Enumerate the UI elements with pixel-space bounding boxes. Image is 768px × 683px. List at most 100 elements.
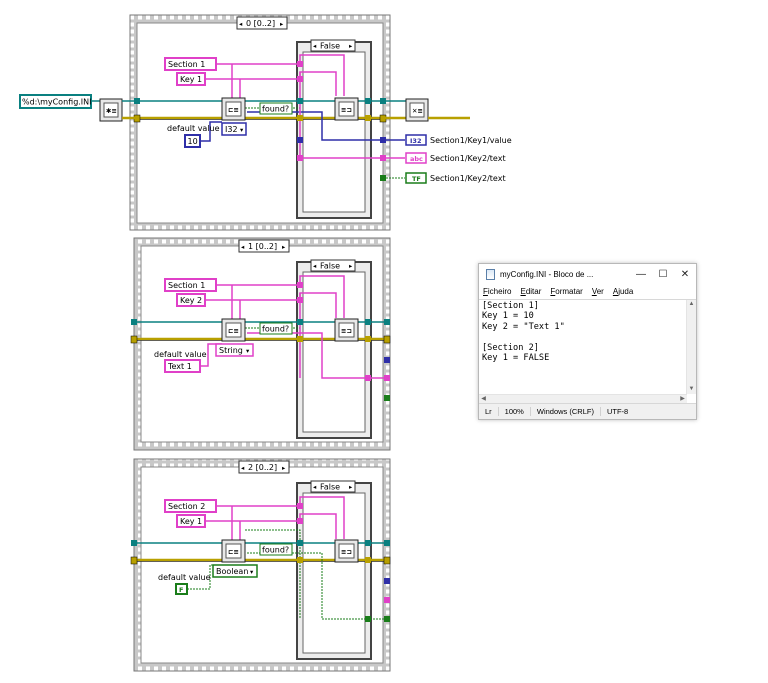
- found-indicator-0: found?: [259, 102, 293, 115]
- scroll-up-icon[interactable]: ▲: [688, 301, 695, 307]
- notepad-window: myConfig.INI - Bloco de ... — ☐ ✕ Fichei…: [478, 263, 697, 420]
- svg-text:◂: ◂: [239, 20, 243, 28]
- indicator-bool-label: Section1/Key2/text: [430, 174, 506, 183]
- write-key-vi-1[interactable]: ≡⊐: [334, 318, 359, 342]
- frame-0-selector-label: 0 [0..2]: [246, 19, 275, 28]
- case-1-selector[interactable]: ◂ False ▸: [310, 259, 356, 272]
- svg-text:◂: ◂: [313, 483, 317, 491]
- notepad-menubar: Ficheiro Editar Formatar Ver Ajuda: [479, 284, 696, 298]
- svg-text:≡⊐: ≡⊐: [341, 106, 352, 114]
- default-label-0: default value: [167, 124, 220, 133]
- read-key-vi-0[interactable]: ⊏≡: [221, 97, 246, 121]
- section-constant-0-text: Section 1: [168, 60, 205, 69]
- sequence-frame-2: ◂ 2 [0..2] ▸ ◂ False ▸: [130, 458, 391, 672]
- scroll-left-icon[interactable]: ◀: [481, 396, 486, 402]
- frame-0-selector[interactable]: ◂ 0 [0..2] ▸: [236, 16, 288, 30]
- close-config-vi[interactable]: ✕≡: [405, 98, 429, 122]
- svg-text:◂: ◂: [241, 464, 245, 472]
- indicator-key1-value[interactable]: I32 Section1/Key1/value: [405, 134, 512, 146]
- key-constant-0[interactable]: Key 1: [176, 72, 206, 86]
- read-key-vi-2[interactable]: ⊏≡: [221, 539, 246, 563]
- vertical-scrollbar[interactable]: ▲ ▼: [686, 300, 696, 394]
- type-selector-2[interactable]: Boolean ▾: [212, 564, 258, 578]
- default-value-constant-1[interactable]: Text 1: [164, 359, 201, 373]
- svg-text:Key 1: Key 1: [180, 517, 202, 526]
- sequence-frame-1: ◂ 1 [0..2] ▸ ◂ False ▸: [130, 237, 391, 451]
- notepad-app-icon: [486, 268, 495, 280]
- write-key-vi-2[interactable]: ≡⊐: [334, 539, 359, 563]
- status-encoding: UTF-8: [606, 407, 629, 416]
- menu-ver[interactable]: Ver: [591, 286, 604, 296]
- indicator-key2-label: Section1/Key2/text: [430, 154, 506, 163]
- status-zoom: 100%: [499, 407, 531, 416]
- found-indicator-1: found?: [259, 322, 293, 335]
- path-constant-text: %d:\myConfig.INI: [22, 98, 92, 107]
- case-2-selector[interactable]: ◂ False ▸: [310, 480, 356, 493]
- sequence-frame-0: ◂ 0 [0..2] ▸ ◂ False ▸: [129, 14, 405, 231]
- menu-ficheiro[interactable]: Ficheiro: [483, 286, 512, 296]
- svg-text:2 [0..2]: 2 [0..2]: [248, 463, 277, 472]
- svg-text:◂: ◂: [241, 243, 245, 251]
- frame-1-selector[interactable]: ◂ 1 [0..2] ▸: [238, 239, 290, 253]
- type-selector-1[interactable]: String ▾: [215, 343, 254, 357]
- svg-text:▸: ▸: [282, 243, 286, 251]
- status-position: Lr: [479, 407, 499, 416]
- close-icon[interactable]: ✕: [680, 268, 690, 280]
- default-value-constant-0[interactable]: 10: [184, 134, 201, 148]
- section-constant-2[interactable]: Section 2: [164, 499, 217, 513]
- open-config-vi[interactable]: ✱≡: [99, 98, 123, 122]
- type-selector-0[interactable]: I32 ▾: [221, 122, 247, 136]
- menu-formatar[interactable]: Formatar: [550, 286, 583, 296]
- svg-text:Section 1: Section 1: [168, 281, 205, 290]
- section-constant-0[interactable]: Section 1: [164, 57, 217, 71]
- minimize-icon[interactable]: —: [636, 268, 646, 280]
- svg-text:▸: ▸: [349, 262, 353, 270]
- key-constant-2[interactable]: Key 1: [176, 514, 206, 528]
- indicator-section2-bool[interactable]: TF Section1/Key2/text: [405, 172, 506, 184]
- write-key-vi-0[interactable]: ≡⊐: [334, 97, 359, 121]
- type-selector-0-text: I32: [225, 125, 238, 134]
- horizontal-scrollbar[interactable]: ◀ ▶: [479, 394, 687, 404]
- svg-text:F: F: [179, 586, 183, 594]
- key-constant-0-text: Key 1: [180, 75, 202, 84]
- case-0-selector[interactable]: ◂ False ▸: [310, 39, 356, 52]
- read-key-vi-1[interactable]: ⊏≡: [221, 318, 246, 342]
- notepad-statusbar: Lr 100% Windows (CRLF) UTF-8: [479, 403, 696, 419]
- scroll-down-icon[interactable]: ▼: [688, 386, 695, 392]
- svg-text:◂: ◂: [313, 262, 317, 270]
- svg-text:abc: abc: [410, 155, 423, 163]
- svg-text:▸: ▸: [282, 464, 286, 472]
- svg-text:⊏≡: ⊏≡: [228, 548, 239, 556]
- path-constant[interactable]: %d:\myConfig.INI: [19, 94, 92, 109]
- default-label-2: default value: [158, 573, 211, 582]
- svg-text:▾: ▾: [250, 568, 254, 576]
- svg-text:1 [0..2]: 1 [0..2]: [248, 242, 277, 251]
- svg-text:False: False: [320, 483, 340, 492]
- frame-2-selector[interactable]: ◂ 2 [0..2] ▸: [238, 460, 290, 474]
- key-constant-1[interactable]: Key 2: [176, 293, 206, 307]
- svg-text:String: String: [219, 346, 243, 355]
- default-value-constant-2[interactable]: F: [175, 583, 188, 595]
- section-constant-1[interactable]: Section 1: [164, 278, 217, 292]
- default-label-1: default value: [154, 350, 207, 359]
- status-line-ending: Windows (CRLF): [531, 407, 601, 416]
- notepad-title: myConfig.INI - Bloco de ...: [500, 269, 594, 279]
- maximize-icon[interactable]: ☐: [658, 268, 668, 280]
- svg-text:found?: found?: [262, 105, 289, 114]
- svg-text:found?: found?: [262, 546, 289, 555]
- svg-text:Section 2: Section 2: [168, 502, 205, 511]
- scroll-right-icon[interactable]: ▶: [680, 396, 685, 402]
- menu-editar[interactable]: Editar: [520, 286, 542, 296]
- indicator-key1-label: Section1/Key1/value: [430, 136, 512, 145]
- default-value-0-text: 10: [188, 137, 198, 146]
- notepad-titlebar[interactable]: myConfig.INI - Bloco de ... — ☐ ✕: [479, 264, 696, 284]
- svg-text:▸: ▸: [349, 42, 353, 50]
- svg-text:≡⊐: ≡⊐: [341, 327, 352, 335]
- svg-text:TF: TF: [412, 175, 421, 183]
- svg-text:Boolean: Boolean: [216, 567, 248, 576]
- menu-ajuda[interactable]: Ajuda: [612, 286, 634, 296]
- indicator-key2-text[interactable]: abc Section1/Key2/text: [405, 152, 506, 164]
- svg-text:⊏≡: ⊏≡: [228, 327, 239, 335]
